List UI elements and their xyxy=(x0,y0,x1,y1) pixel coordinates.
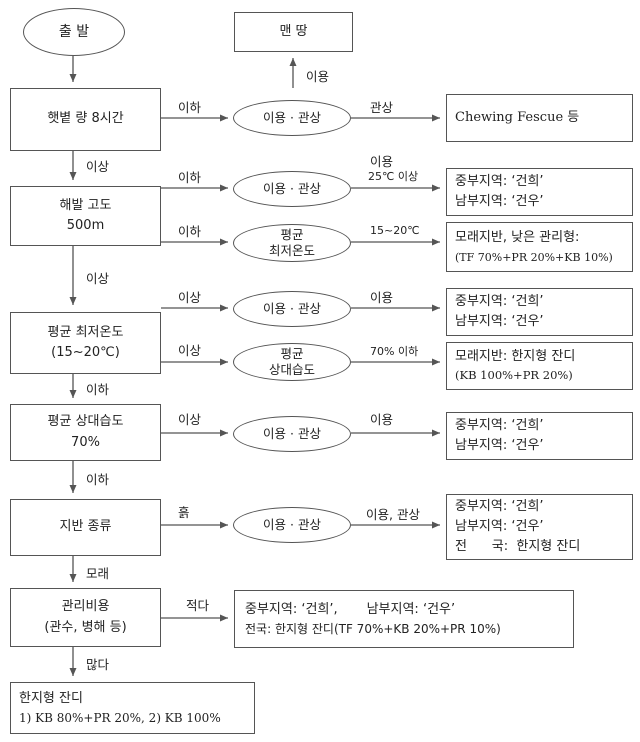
label-use-3: 이용 xyxy=(370,290,394,305)
southern-region-3: 남부지역: ‘건우’ xyxy=(455,314,544,329)
use-view-label-4: 이용 · 관상 xyxy=(263,425,321,441)
label-sunlight-above: 이상 xyxy=(86,159,110,174)
label-sunlight-below: 이하 xyxy=(178,100,202,115)
altitude-label-2: 500m xyxy=(66,218,105,233)
avg-humidity-label-2: 상대습도 xyxy=(268,362,315,377)
cost-label-2: (관수, 병해 등) xyxy=(44,619,127,635)
label-mintemp-above-2: 이상 xyxy=(178,343,202,358)
use-view-label-5: 이용 · 관상 xyxy=(263,516,321,532)
label-sand: 모래 xyxy=(86,566,110,581)
min-temp-box: 평균 최저온도 (15~20℃) xyxy=(10,312,161,374)
humidity-label-1: 평균 상대습도 xyxy=(47,414,124,430)
result-box-mintemp: 중부지역: ‘건희’ 남부지역: ‘건우’ xyxy=(446,288,633,336)
soil-label: 지반 종류 xyxy=(59,519,112,535)
label-use-5: 이용 xyxy=(370,412,394,427)
cost-box: 관리비용 (관수, 병해 등) xyxy=(10,588,161,647)
bare-ground-box: 맨 땅 xyxy=(234,12,353,52)
final-title: 한지형 잔디 xyxy=(19,690,83,706)
label-altitude-below: 이하 xyxy=(178,170,202,185)
sunlight-box: 햇볕 량 8시간 xyxy=(10,88,161,151)
result-box-altitude: 중부지역: ‘건희’ 남부지역: ‘건우’ xyxy=(446,168,633,216)
label-mintemp-above: 이상 xyxy=(178,290,202,305)
central-region-6: 중부지역: ‘건희’ xyxy=(455,498,544,514)
label-view: 관상 xyxy=(370,100,394,115)
cost-low-label-2: 전국: 한지형 잔디(TF 70%+KB 20%+PR 10%) xyxy=(245,621,501,636)
avg-humidity-label-1: 평균 xyxy=(280,345,304,361)
sand-cool-season-box: 모래지반: 한지형 잔디 (KB 100%+PR 20%) xyxy=(446,342,633,390)
label-soil-earth: 흙 xyxy=(178,505,190,520)
min-temp-label-2: (15~20℃) xyxy=(51,345,120,360)
label-altitude-to-mintemp: 이상 xyxy=(86,271,110,286)
chewing-result-box: Chewing Fescue 등 xyxy=(446,94,633,142)
avg-min-temp-ellipse: 평균 최저온도 xyxy=(233,224,351,262)
use-view-ellipse-3: 이용 · 관상 xyxy=(233,291,351,327)
central-region-5: 중부지역: ‘건희’ xyxy=(455,417,544,433)
label-temp-15-20: 15~20℃ xyxy=(370,224,420,237)
bare-ground-label: 맨 땅 xyxy=(279,23,308,39)
label-use-and-view: 이용, 관상 xyxy=(366,507,420,522)
label-temp-25: 25℃ 이상 xyxy=(368,170,419,183)
national-region-6: 전 국: 한지형 잔디 xyxy=(455,539,581,555)
sand-low-label-1: 모래지반, 낮은 관리형: xyxy=(455,230,580,246)
label-mintemp-below: 이하 xyxy=(86,382,110,397)
label-use-25: 이용 xyxy=(370,154,394,169)
southern-region-1: 남부지역: ‘건우’ xyxy=(455,194,544,209)
use-view-ellipse-4: 이용 · 관상 xyxy=(233,416,351,452)
southern-region-6: 남부지역: ‘건우’ xyxy=(455,518,544,534)
altitude-label-1: 해발 고도 xyxy=(59,197,112,213)
start-node: 출 발 xyxy=(23,8,125,56)
humidity-box: 평균 상대습도 70% xyxy=(10,404,161,461)
label-humidity-above: 이상 xyxy=(178,412,202,427)
label-hum-70: 70% 이하 xyxy=(370,345,419,358)
label-more: 많다 xyxy=(86,657,110,672)
cost-low-label-1: 중부지역: ‘건희’, 남부지역: ‘건우’ xyxy=(245,601,456,617)
use-view-label-3: 이용 · 관상 xyxy=(263,300,321,316)
southern-region-5: 남부지역: ‘건우’ xyxy=(455,438,544,453)
cost-low-result-box: 중부지역: ‘건희’, 남부지역: ‘건우’ 전국: 한지형 잔디(TF 70%… xyxy=(234,590,574,648)
sand-low-label-2: (TF 70%+PR 20%+KB 10%) xyxy=(455,250,613,264)
central-region-3: 중부지역: ‘건희’ xyxy=(455,293,544,309)
min-temp-label-1: 평균 최저온도 xyxy=(47,324,124,340)
sand-low-maintenance-box: 모래지반, 낮은 관리형: (TF 70%+PR 20%+KB 10%) xyxy=(446,222,633,272)
label-use-up: 이용 xyxy=(306,69,330,84)
final-options: 1) KB 80%+PR 20%, 2) KB 100% xyxy=(19,710,221,725)
start-label: 출 발 xyxy=(58,23,90,40)
use-view-label-1: 이용 · 관상 xyxy=(263,109,321,125)
result-box-humidity: 중부지역: ‘건희’ 남부지역: ‘건우’ xyxy=(446,412,633,460)
avg-humidity-ellipse: 평균 상대습도 xyxy=(233,343,351,381)
sand-cool-label-2: (KB 100%+PR 20%) xyxy=(455,368,573,383)
sand-cool-label-1: 모래지반: 한지형 잔디 xyxy=(455,349,576,365)
soil-box: 지반 종류 xyxy=(10,499,161,556)
use-view-label-2: 이용 · 관상 xyxy=(263,180,321,196)
use-view-ellipse-1: 이용 · 관상 xyxy=(233,100,351,136)
label-less: 적다 xyxy=(186,598,210,613)
humidity-label-2: 70% xyxy=(71,434,100,450)
result-box-soil: 중부지역: ‘건희’ 남부지역: ‘건우’ 전 국: 한지형 잔디 xyxy=(446,494,633,560)
use-view-ellipse-5: 이용 · 관상 xyxy=(233,507,351,543)
avg-min-temp-label-1: 평균 xyxy=(280,226,304,242)
avg-min-temp-label-2: 최저온도 xyxy=(268,243,315,258)
label-altitude-above: 이하 xyxy=(178,224,202,239)
cost-label-1: 관리비용 xyxy=(61,599,110,615)
central-region-1: 중부지역: ‘건희’ xyxy=(455,173,544,189)
label-humidity-below: 이하 xyxy=(86,472,110,487)
use-view-ellipse-2: 이용 · 관상 xyxy=(233,171,351,207)
final-result-box: 한지형 잔디 1) KB 80%+PR 20%, 2) KB 100% xyxy=(10,682,255,734)
sunlight-label: 햇볕 량 8시간 xyxy=(47,111,124,127)
altitude-box: 해발 고도 500m xyxy=(10,186,161,246)
chewing-result-label: Chewing Fescue 등 xyxy=(455,109,580,125)
